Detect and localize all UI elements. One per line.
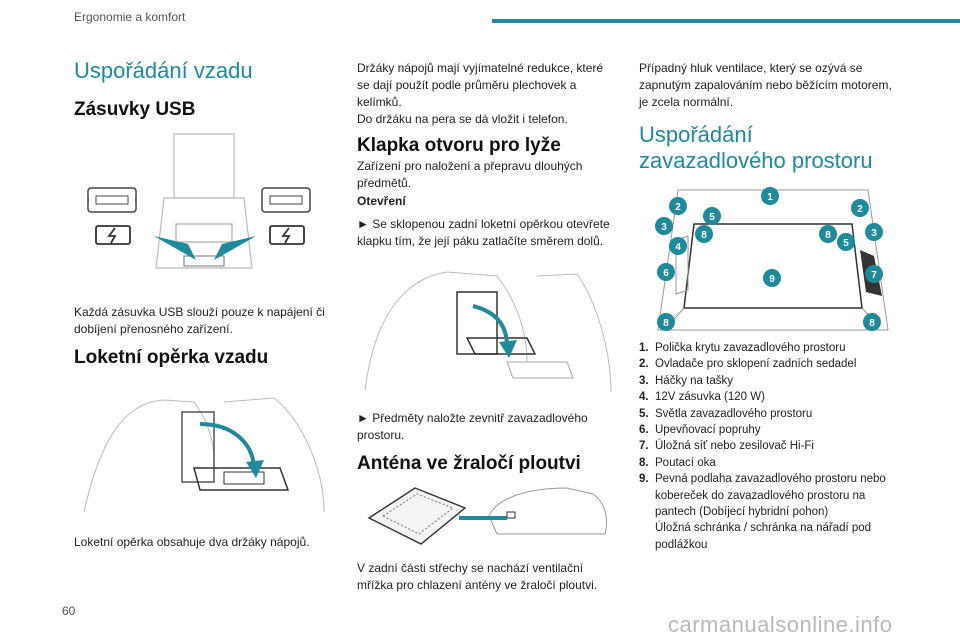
trunk-title-line-2: zavazadlového prostoru (639, 148, 873, 173)
callout-6: 6 (657, 263, 675, 281)
svg-text:8: 8 (869, 318, 875, 329)
svg-text:4: 4 (675, 242, 681, 253)
opening-label: Otevření (357, 194, 406, 208)
ski-flap-illustration (364, 271, 612, 393)
antenna-heading: Anténa ve žraločí ploutvi (357, 453, 581, 474)
armrest-text: Loketní opěrka obsahuje dva držáky nápoj… (74, 535, 310, 549)
callout-8-b: 8 (819, 225, 837, 243)
svg-text:8: 8 (825, 230, 831, 241)
list-item: 1.Polička krytu zavazadlového prostoru (639, 342, 846, 354)
svg-text:2: 2 (857, 204, 863, 215)
list-item: 7.Úložná síť nebo zesilovač Hi-Fi (639, 440, 814, 453)
callout-4: 4 (669, 237, 687, 255)
callout-9: 9 (763, 269, 781, 287)
svg-text:3: 3 (871, 228, 877, 239)
list-item: 4.12V zásuvka (120 W) (639, 391, 765, 404)
page-number: 60 (62, 604, 76, 618)
page-header: Ergonomie a komfort (0, 0, 960, 40)
watermark: carmanualsonline.info (668, 612, 893, 637)
callout-2-right: 2 (851, 199, 869, 217)
noise-text: Případný hluk ventilace, který se ozývá … (639, 61, 892, 109)
callout-3-left: 3 (655, 217, 673, 235)
trunk-title-line-1: Uspořádání (639, 122, 753, 147)
list-item-continuation: Úložná schránka / schránka na nářadí pod… (655, 522, 872, 551)
svg-text:2: 2 (675, 202, 681, 213)
usb-heading: Zásuvky USB (74, 99, 196, 120)
usb-illustration (87, 133, 311, 269)
svg-text:7: 7 (871, 270, 877, 281)
svg-text:5: 5 (843, 238, 849, 249)
callout-8-a: 8 (695, 225, 713, 243)
list-item: 9.Pevná podlaha zavazadlového prostoru n… (639, 473, 886, 519)
trunk-items-list: 1.Polička krytu zavazadlového prostoru 2… (639, 340, 901, 553)
ski-step-2: ► Předměty naložte zevnitř zavazadlového… (357, 411, 588, 442)
callout-5-left: 5 (703, 207, 721, 225)
page-title: Uspořádání vzadu (74, 58, 253, 83)
list-item: 6.Upevňovací popruhy (639, 424, 761, 437)
callout-2-left: 2 (669, 197, 687, 215)
header-accent-bar (492, 19, 960, 23)
callout-8-d: 8 (863, 313, 881, 331)
callout-5-right: 5 (837, 233, 855, 251)
trunk-illustration: 1 2 2 3 3 4 5 5 6 7 8 8 8 8 9 (655, 187, 889, 331)
svg-text:8: 8 (663, 318, 669, 329)
cupholder-text: Držáky nápojů mají vyjímatelné redukce, … (357, 61, 604, 109)
antenna-illustration (367, 487, 607, 545)
callout-1: 1 (761, 187, 779, 205)
list-item: 8.Poutací oka (639, 456, 716, 469)
callout-7: 7 (865, 265, 883, 283)
svg-text:5: 5 (709, 212, 715, 223)
armrest-heading: Loketní opěrka vzadu (74, 347, 269, 368)
svg-text:1: 1 (767, 192, 773, 203)
section-name: Ergonomie a komfort (74, 10, 186, 24)
svg-text:8: 8 (701, 230, 707, 241)
ski-heading: Klapka otvoru pro lyže (357, 135, 561, 156)
ski-text: Zařízení pro naložení a přepravu dlouhýc… (357, 159, 583, 190)
list-item: 2.Ovladače pro sklopení zadních sedadel (639, 358, 857, 371)
svg-text:3: 3 (661, 222, 667, 233)
armrest-illustration (83, 397, 325, 513)
callout-3-right: 3 (865, 223, 883, 241)
usb-text: Každá zásuvka USB slouží pouze k napájen… (74, 305, 325, 336)
svg-text:6: 6 (663, 268, 669, 279)
pen-text: Do držáku na pera se dá vložit i telefon… (357, 112, 568, 126)
antenna-text: V zadní části střechy se nachází ventila… (357, 561, 598, 592)
list-item: 3.Háčky na tašky (639, 374, 733, 387)
svg-text:9: 9 (769, 274, 775, 285)
callout-8-c: 8 (657, 313, 675, 331)
ski-step-1: ► Se sklopenou zadní loketní opěrkou ote… (357, 217, 610, 248)
list-item: 5.Světla zavazadlového prostoru (639, 407, 813, 420)
